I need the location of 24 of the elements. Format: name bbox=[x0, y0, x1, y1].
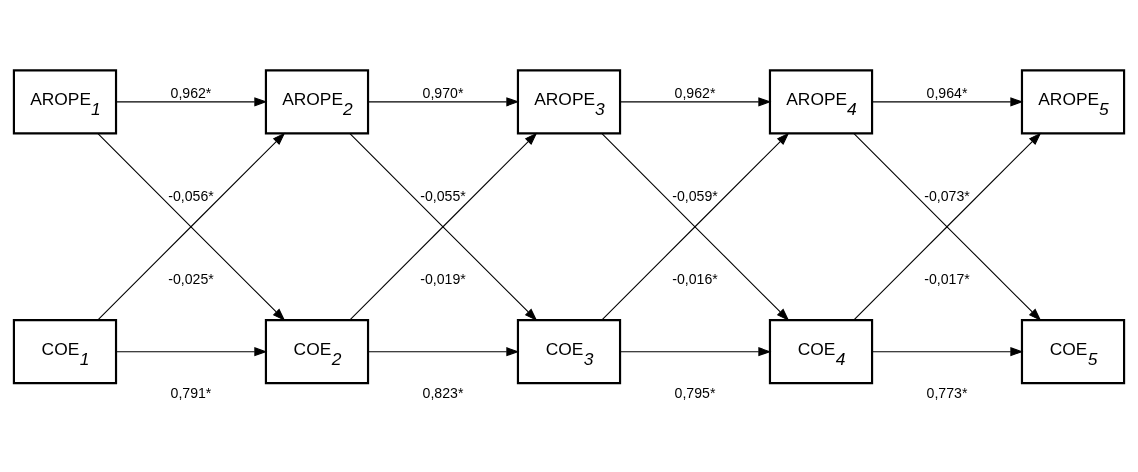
arrow bbox=[367, 347, 520, 357]
arrow bbox=[619, 97, 772, 107]
edge-label: -0,016* bbox=[672, 270, 718, 287]
edge-label: 0,795* bbox=[674, 384, 716, 401]
arrow bbox=[871, 347, 1024, 357]
edge-label: -0,019* bbox=[420, 270, 466, 287]
edge-label: 0,964* bbox=[926, 84, 968, 101]
edge-label: -0,025* bbox=[168, 270, 214, 287]
arrow bbox=[871, 97, 1024, 107]
edge-label: 0,773* bbox=[926, 384, 968, 401]
edge-label: -0,055* bbox=[420, 188, 466, 205]
edge-label: 0,791* bbox=[170, 384, 212, 401]
arrow bbox=[115, 347, 268, 357]
edge-label: -0,017* bbox=[924, 270, 970, 287]
edge-label: -0,073* bbox=[924, 188, 970, 205]
edge-label: -0,056* bbox=[168, 188, 214, 205]
arrow bbox=[619, 347, 772, 357]
edge-label: 0,970* bbox=[422, 84, 464, 101]
arrow bbox=[367, 97, 520, 107]
arrow bbox=[115, 97, 268, 107]
edge-label: 0,962* bbox=[674, 84, 716, 101]
edge-label: 0,962* bbox=[170, 84, 212, 101]
edge-label: -0,059* bbox=[672, 188, 718, 205]
edge-label: 0,823* bbox=[422, 384, 464, 401]
